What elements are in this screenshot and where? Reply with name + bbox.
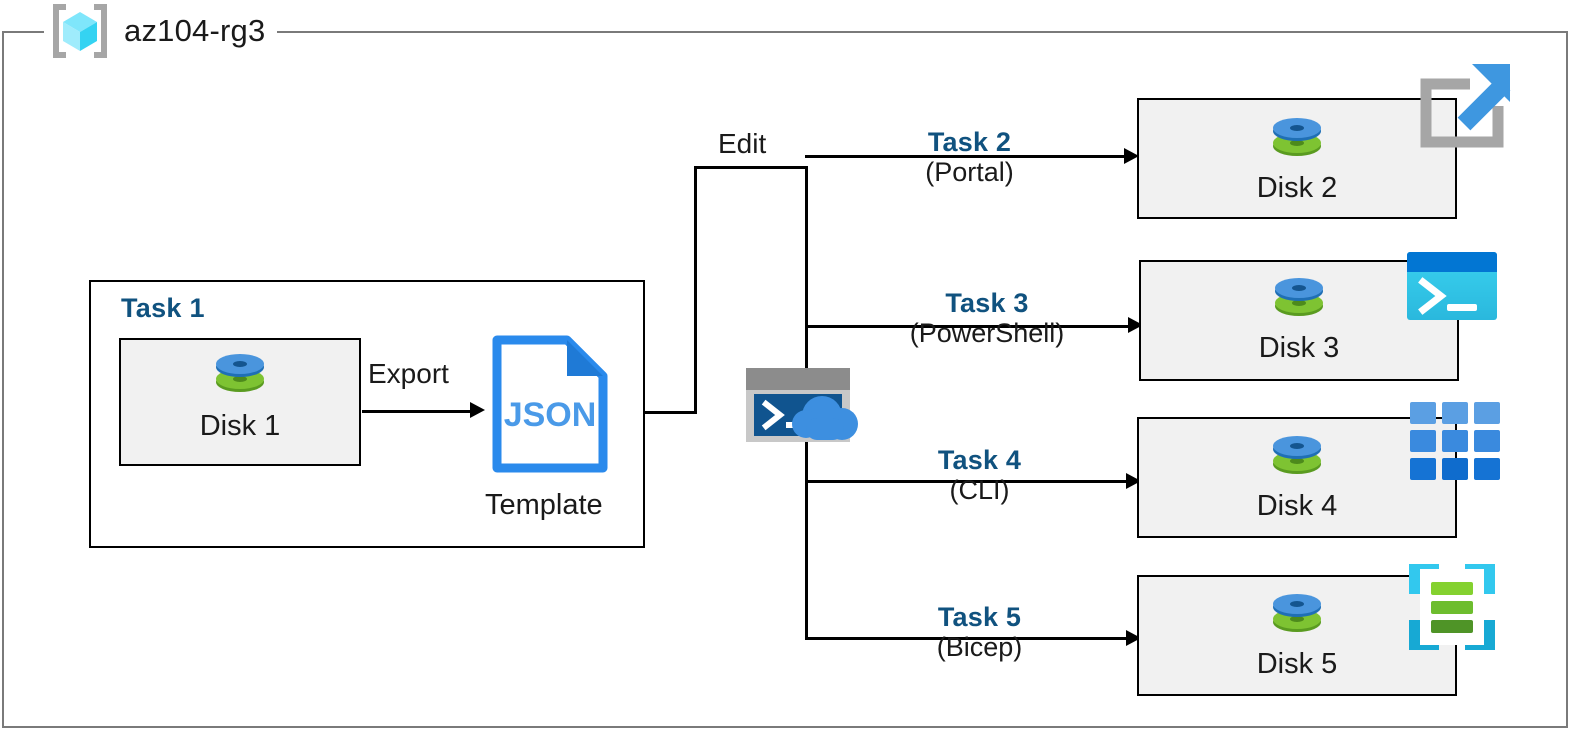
disk4-caption: Disk 4 (1256, 490, 1338, 522)
resource-group-container (2, 31, 1568, 728)
disk-stack-icon (1268, 588, 1326, 646)
template-connector-horizontal (645, 411, 697, 414)
disk2-content: Disk 2 (1137, 112, 1457, 203)
task1-label: Task 1 (121, 293, 205, 323)
resource-group-name: az104-rg3 (124, 13, 266, 48)
task4-name: Task 4 (937, 445, 1022, 475)
disk5-caption: Disk 5 (1256, 648, 1338, 680)
export-arrow-head (470, 402, 485, 418)
bicep-icon (1405, 560, 1499, 654)
task5-name: Task 5 (937, 602, 1022, 632)
edit-label: Edit (718, 128, 767, 159)
template-caption: Template (485, 489, 603, 521)
export-arrow-line (362, 410, 472, 413)
resource-group-cube-icon (50, 3, 110, 59)
azure-portal-icon (1408, 60, 1514, 166)
task2-edge-label: Task 2 (Portal) (862, 127, 1077, 188)
task5-edge-label: Task 5 (Bicep) (872, 602, 1087, 663)
disk3-content: Disk 3 (1139, 272, 1459, 363)
disk3-caption: Disk 3 (1258, 332, 1340, 364)
task2-tool: (Portal) (925, 157, 1014, 188)
json-file-icon: JSON (489, 334, 611, 474)
task3-name: Task 3 (945, 288, 1029, 318)
task4-edge-label: Task 4 (CLI) (872, 445, 1087, 506)
cloud-shell-icon (744, 366, 866, 444)
disk1-content: Disk 1 (119, 348, 361, 441)
disk5-content: Disk 5 (1137, 588, 1457, 679)
powershell-icon (1405, 250, 1499, 322)
task4-tool: (CLI) (949, 475, 1010, 506)
edit-connector-horizontal (694, 166, 808, 169)
disk1-caption: Disk 1 (199, 410, 281, 442)
task5-tool: (Bicep) (936, 632, 1023, 663)
svg-text:JSON: JSON (504, 396, 597, 434)
disk-stack-icon (1270, 272, 1328, 330)
resource-group-header: az104-rg3 (44, 0, 278, 62)
task2-name: Task 2 (927, 127, 1012, 157)
template-connector-vertical (694, 167, 697, 414)
task3-edge-label: Task 3 (PowerShell) (852, 288, 1122, 349)
disk-stack-icon (211, 348, 269, 406)
disk2-caption: Disk 2 (1256, 172, 1338, 204)
azure-cli-icon (1408, 400, 1502, 482)
task4-arrow-line (805, 480, 1135, 483)
disk-stack-icon (1268, 112, 1326, 170)
task2-arrow-head (1124, 148, 1139, 164)
disk4-content: Disk 4 (1137, 430, 1457, 521)
task3-arrow-line (805, 325, 1135, 328)
task5-arrow-line (805, 637, 1135, 640)
task3-tool: (PowerShell) (909, 318, 1065, 349)
disk-stack-icon (1268, 430, 1326, 488)
export-label: Export (368, 358, 449, 389)
task2-arrow-line (805, 155, 1130, 158)
